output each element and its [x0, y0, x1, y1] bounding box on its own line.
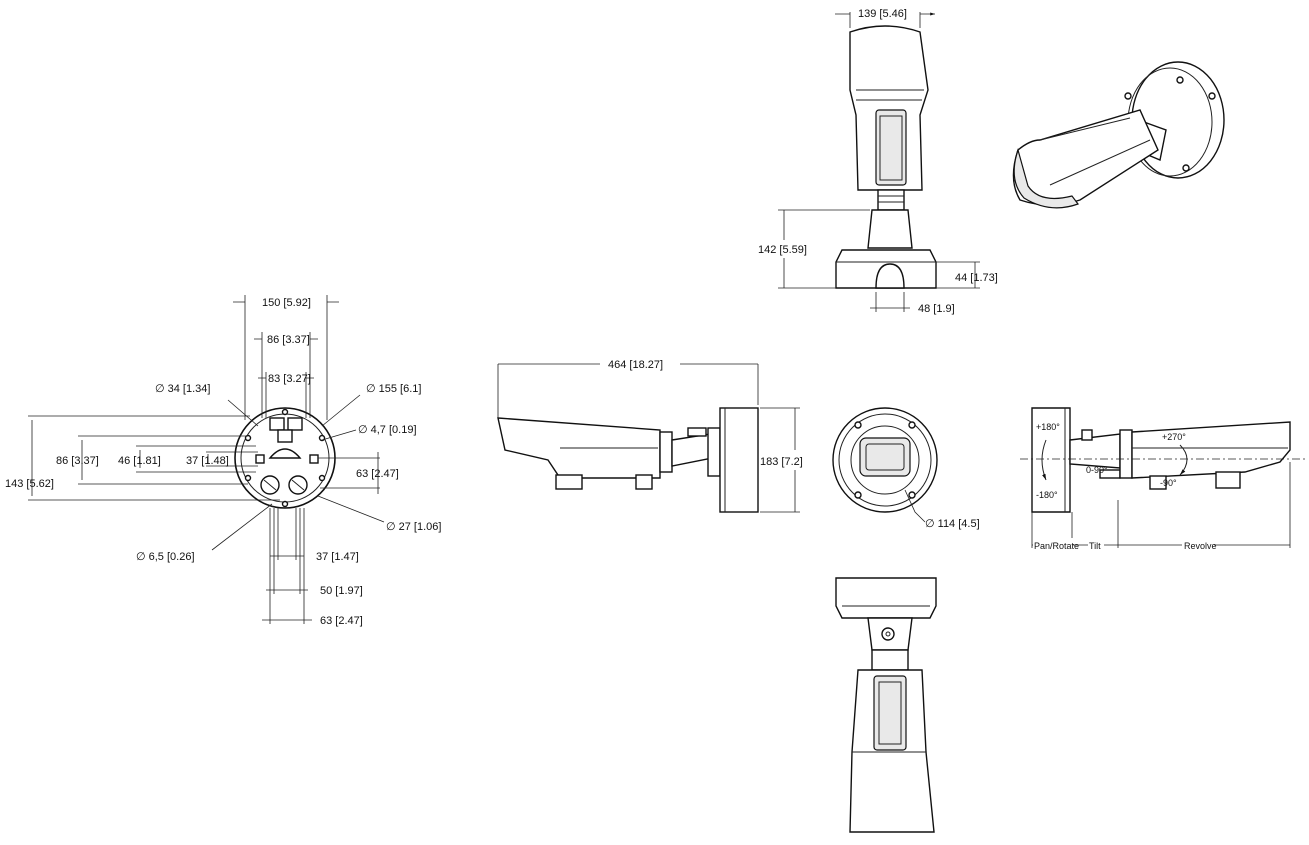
isometric-view: [1012, 61, 1225, 209]
dim-front-dia: ∅ 114 [4.5]: [925, 518, 980, 530]
dim-mount-dia155: ∅ 155 [6.1]: [366, 383, 421, 395]
dim-mount-width: 150 [5.92]: [262, 297, 311, 309]
tilt-range: 0-90°: [1086, 465, 1108, 475]
dim-mount-dia47: ∅ 4,7 [0.19]: [358, 424, 417, 436]
revolve-plus: +270°: [1162, 432, 1186, 442]
side-view-dims: 464 [18.27] 183 [7.2]: [497, 359, 803, 513]
dim-mount-63v: 63 [2.47]: [356, 468, 399, 480]
top-view-dims: 139 [5.46] 142 [5.59] 44 [1.73] 48 [1.9]: [758, 8, 998, 315]
pan-rotate-label: Pan/Rotate: [1034, 541, 1079, 551]
dim-top-base-width: 48 [1.9]: [918, 303, 955, 315]
dim-mount-dia27: ∅ 27 [1.06]: [386, 521, 441, 533]
dim-mount-83: 83 [3.27]: [268, 373, 311, 385]
bottom-view: [835, 577, 937, 833]
top-view: [835, 25, 937, 289]
dim-top-height: 142 [5.59]: [758, 244, 807, 256]
pan-plus: +180°: [1036, 422, 1060, 432]
dim-side-height: 183 [7.2]: [760, 456, 803, 468]
dim-top-base-height: 44 [1.73]: [955, 272, 998, 284]
dim-mount-86: 86 [3.37]: [267, 334, 310, 346]
mounting-plate-dims: 150 [5.92] 86 [3.37] 83 [3.27] ∅ 34 [1.3…: [5, 295, 441, 627]
dim-mount-46: 46 [1.81]: [118, 455, 161, 467]
tilt-label: Tilt: [1089, 541, 1101, 551]
front-view: ∅ 114 [4.5]: [832, 407, 980, 530]
pan-minus: -180°: [1036, 490, 1058, 500]
dim-mount-50h: 50 [1.97]: [320, 585, 363, 597]
dim-length: 464 [18.27]: [608, 359, 663, 371]
revolve-label: Revolve: [1184, 541, 1217, 551]
dim-mount-86v: 86 [3.37]: [56, 455, 99, 467]
dim-mount-dia34: ∅ 34 [1.34]: [155, 383, 210, 395]
motion-view: +180° -180° 0-90° +270° -90° Pan/Rotate …: [1020, 407, 1305, 552]
mounting-plate: [234, 407, 336, 509]
dim-top-width: 139 [5.46]: [858, 8, 907, 20]
dim-mount-63h: 63 [2.47]: [320, 615, 363, 627]
revolve-minus: -90°: [1160, 478, 1177, 488]
side-view: [497, 407, 759, 513]
dim-mount-143: 143 [5.62]: [5, 478, 54, 490]
dim-mount-dia65: ∅ 6,5 [0.26]: [136, 551, 195, 563]
dim-mount-37h: 37 [1.47]: [316, 551, 359, 563]
dim-mount-37v: 37 [1.48]: [186, 455, 229, 467]
